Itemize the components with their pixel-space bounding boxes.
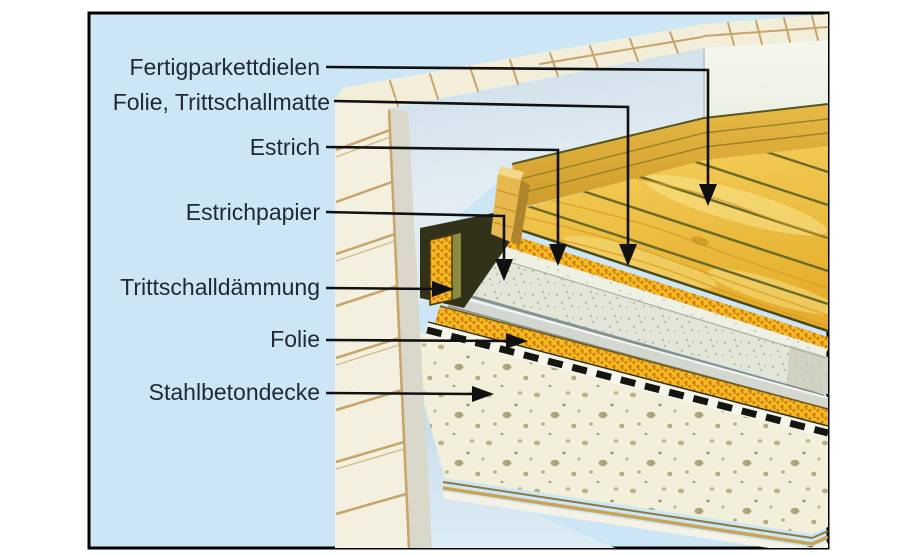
label-stahlbetondecke: Stahlbetondecke [149,379,320,405]
leader-trittschalldaemmung [325,286,437,291]
leader-estrich [325,145,560,246]
label-folie-trittschallmatte: Folie, Trittschallmatte [113,89,330,115]
leader-folie-trittschallmatte [333,99,630,246]
leader-fertigparkettdielen [325,65,710,186]
leader-lines [325,65,710,396]
layer-impact-sound-insulation [434,305,828,428]
wall-inner-render-strip [388,108,432,548]
illustration [325,14,828,548]
leader-estrichpapier [325,210,506,261]
arrowhead-folie [506,333,528,349]
label-estrich: Estrich [250,134,320,160]
label-column: Fertigparkettdielen Folie, Trittschallma… [113,54,330,405]
arrowheads [432,184,717,402]
arrowhead-stahlbetondecke [472,386,494,402]
layer-screed [455,244,828,394]
label-folie: Folie [270,326,320,352]
label-trittschalldaemmung: Trittschalldämmung [120,274,320,300]
label-estrichpapier: Estrichpapier [186,199,321,225]
leader-folie [325,338,509,343]
upright-parquet-plank [491,166,530,246]
leader-stahlbetondecke [325,391,475,396]
arrowhead-folie-trittschallmatte [619,244,637,266]
back-wall-right-face [704,38,828,122]
arrowhead-trittschalldaemmung [432,281,454,297]
label-fertigparkettdielen: Fertigparkettdielen [130,54,321,80]
parquet-skirting [511,103,828,208]
arrowhead-estrichpapier [495,259,513,281]
layer-parquet-floor [513,146,828,333]
layer-concrete-slab [404,320,828,548]
layer-impact-sound-mat [497,233,828,349]
arrowhead-fertigparkettdielen [699,184,717,206]
arrowhead-estrich [549,244,567,266]
